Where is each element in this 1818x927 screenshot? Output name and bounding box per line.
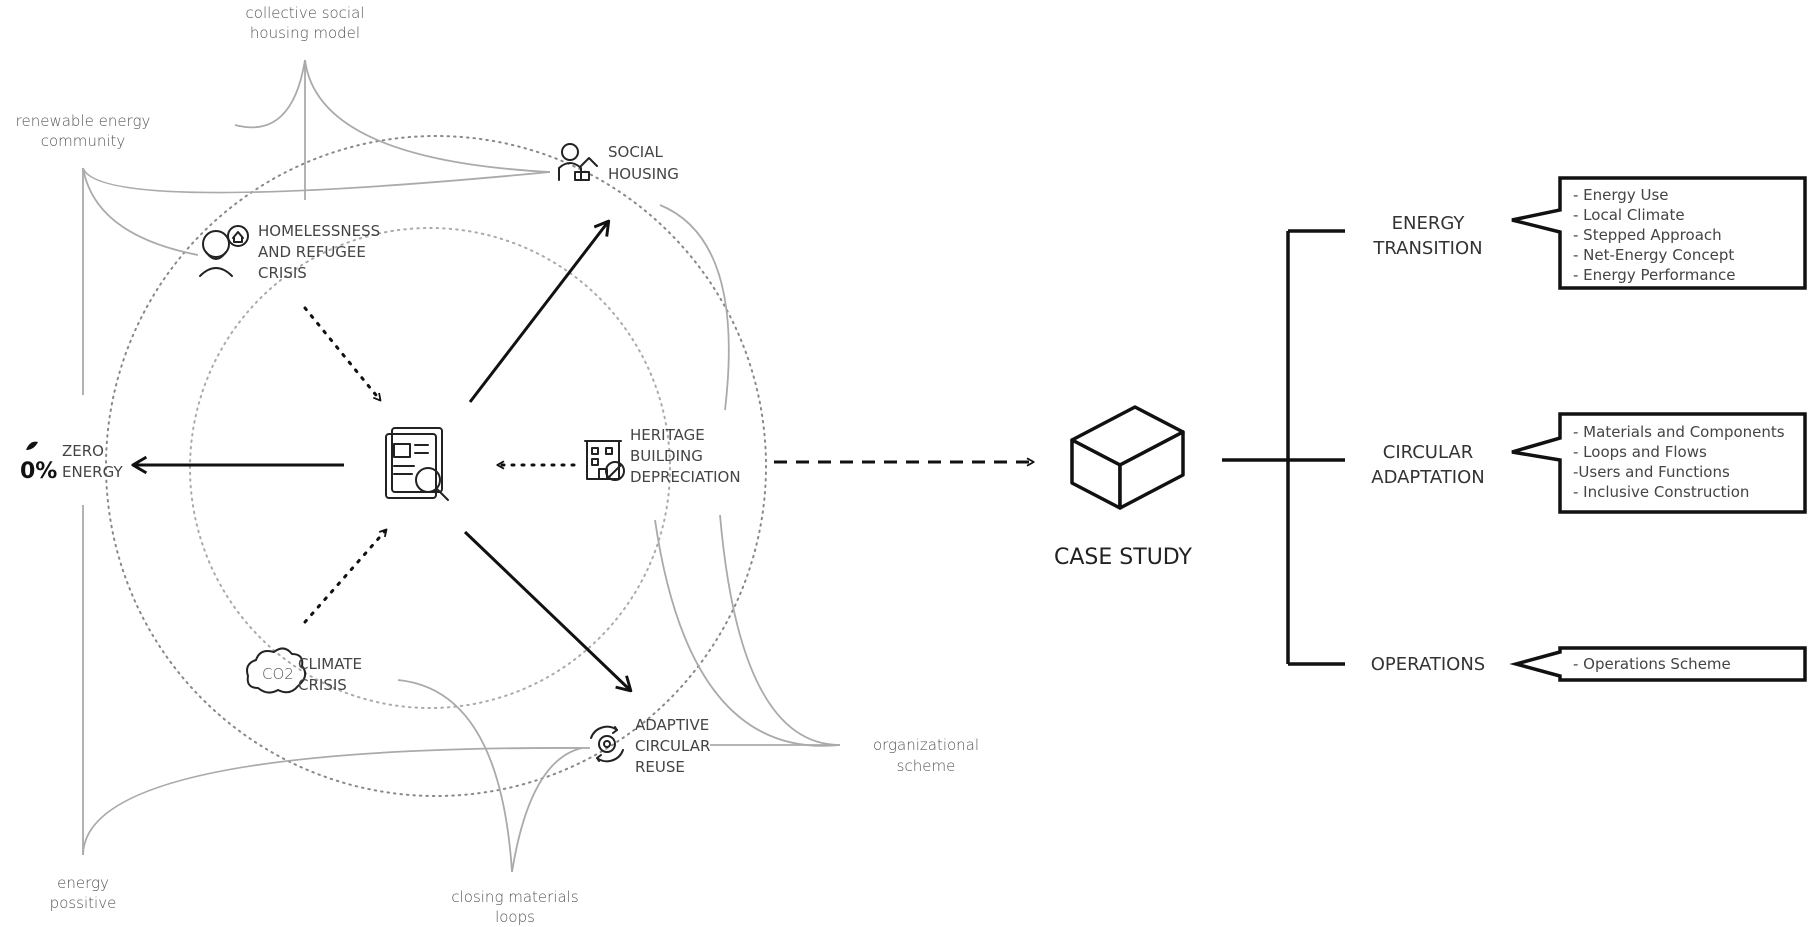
circular-adaptation-callout: [1511, 412, 1807, 514]
zero-energy-node: 0% ZERO ENERGY: [20, 441, 123, 484]
inner-dotted-circle: [189, 227, 671, 709]
adaptive-label-1: ADAPTIVE: [635, 716, 709, 734]
organizational-label-1: organizational: [873, 736, 979, 754]
heritage-label-3: DEPRECIATION: [630, 468, 741, 486]
branch-energy-transition: ENERGY TRANSITION - Energy Use - Local C…: [1372, 176, 1807, 290]
outer-dotted-circle: [105, 135, 767, 797]
arrows: [134, 222, 1033, 690]
heritage-node: HERITAGE BUILDING DEPRECIATION: [584, 426, 741, 486]
climate-node: CO2 CLIMATE CRISIS: [246, 647, 362, 694]
energy-transition-label-1: ENERGY: [1392, 213, 1466, 234]
branch-circular-adaptation: CIRCULAR ADAPTATION - Materials and Comp…: [1371, 412, 1807, 514]
energy-bullet-4: - Net-Energy Concept: [1573, 246, 1734, 264]
social-housing-label-2: HOUSING: [608, 165, 679, 183]
organizational-label-2: scheme: [897, 757, 956, 775]
collective-social-label-1: collective social: [246, 4, 365, 22]
adaptive-label-2: CIRCULAR: [635, 737, 710, 755]
branch-bracket: [1222, 229, 1345, 666]
climate-label-2: CRISIS: [298, 676, 347, 694]
gear-cycle-icon: [590, 725, 624, 763]
co2-cloud-icon: [246, 647, 307, 694]
heritage-label-1: HERITAGE: [630, 426, 705, 444]
zero-energy-label-1: ZERO: [62, 442, 104, 460]
peripheral-labels: collective social housing model renewabl…: [16, 4, 979, 926]
operations-bullet-1: - Operations Scheme: [1573, 655, 1731, 673]
heritage-label-2: BUILDING: [630, 447, 703, 465]
homelessness-label-3: CRISIS: [258, 264, 307, 282]
climate-label-1: CLIMATE: [298, 655, 362, 673]
zero-energy-icon: 0%: [20, 459, 57, 484]
arrow-to-social-housing: [468, 222, 608, 403]
heritage-building-icon: [584, 440, 625, 481]
case-study-label: CASE STUDY: [1054, 545, 1193, 570]
energy-transition-label-2: TRANSITION: [1372, 238, 1482, 259]
homelessness-node: HOMELESSNESS AND REFUGEE CRISIS: [199, 222, 380, 282]
adaptive-reuse-node: ADAPTIVE CIRCULAR REUSE: [590, 716, 710, 776]
circular-bullet-3: -Users and Functions: [1573, 463, 1730, 481]
co2-text: CO2: [262, 665, 294, 683]
energy-transition-callout: [1511, 176, 1807, 290]
leaf-icon: [26, 441, 38, 450]
dotted-arrow-from-homelessness: [303, 306, 382, 402]
connector-curves: [82, 59, 841, 873]
homeless-person-icon: [199, 225, 249, 277]
dotted-arrow-from-climate: [303, 528, 388, 624]
circular-adaptation-label-2: ADAPTATION: [1371, 467, 1484, 488]
energy-bullet-2: - Local Climate: [1573, 206, 1685, 224]
collective-social-label-2: housing model: [250, 24, 360, 42]
energy-bullet-3: - Stepped Approach: [1573, 226, 1722, 244]
energy-possitive-label-2: possitive: [50, 894, 117, 912]
operations-label: OPERATIONS: [1371, 654, 1485, 675]
social-housing-node: SOCIAL HOUSING: [558, 143, 679, 183]
arrow-to-adaptive-reuse: [463, 530, 630, 690]
renewable-energy-label-1: renewable energy: [16, 112, 151, 130]
case-study-box-icon: [1070, 405, 1185, 510]
research-document-icon: [385, 427, 449, 501]
homelessness-label-1: HOMELESSNESS: [258, 222, 380, 240]
circular-bullet-2: - Loops and Flows: [1573, 443, 1707, 461]
social-housing-label-1: SOCIAL: [608, 143, 663, 161]
homelessness-label-2: AND REFUGEE: [258, 243, 366, 261]
energy-bullet-5: - Energy Performance: [1573, 266, 1736, 284]
social-housing-icon: [558, 143, 598, 181]
energy-possitive-label-1: energy: [57, 874, 109, 892]
branch-operations: OPERATIONS - Operations Scheme: [1371, 646, 1807, 682]
energy-bullet-1: - Energy Use: [1573, 186, 1669, 204]
operations-callout: [1509, 646, 1807, 682]
adaptive-label-3: REUSE: [635, 758, 685, 776]
circular-bullet-4: - Inclusive Construction: [1573, 483, 1749, 501]
closing-loops-label-1: closing materials: [451, 888, 578, 906]
renewable-energy-label-2: community: [41, 132, 126, 150]
zero-energy-label-2: ENERGY: [62, 463, 123, 481]
closing-loops-label-2: loops: [495, 908, 535, 926]
circular-bullet-1: - Materials and Components: [1573, 423, 1785, 441]
circular-adaptation-label-1: CIRCULAR: [1383, 442, 1474, 463]
